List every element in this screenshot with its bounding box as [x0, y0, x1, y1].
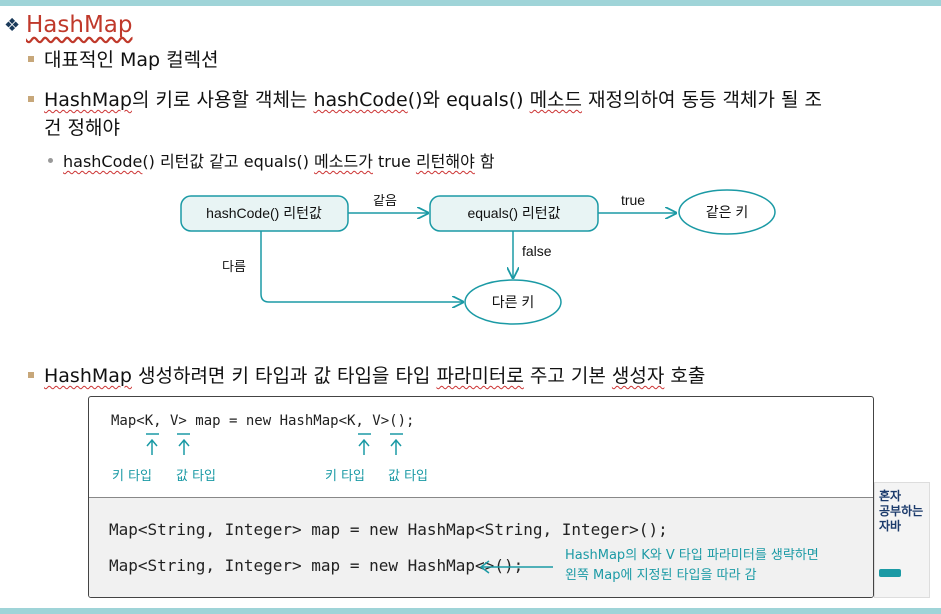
node-hashcode-label: hashCode() 리턴값 — [206, 205, 322, 221]
bottom-border — [0, 608, 941, 614]
sub-bullet-item: hashCode() 리턴값 같고 equals() 메소드가 true 리턴해… — [48, 148, 495, 172]
generic-declaration-code: Map<K, V> map = new HashMap<K, V>(); — [111, 413, 415, 429]
note-arrow — [479, 560, 553, 574]
node-same-key — [678, 189, 776, 235]
book-logo-icon — [879, 569, 901, 577]
value-type-label-2: 값 타입 — [388, 469, 429, 484]
edge-diff-label: 다름 — [222, 259, 246, 274]
bullet-item-3: HashMap 생성하려면 키 타입과 값 타입을 타입 파라미터로 주고 기본… — [28, 362, 705, 390]
key-type-label-1: 키 타입 — [112, 469, 153, 484]
bullet-item-1: 대표적인 Map 컬렉션 — [28, 46, 219, 74]
dot-bullet-icon — [48, 158, 53, 163]
bullet-item-2-line2: 건 정해야 — [44, 117, 120, 139]
square-bullet-icon — [28, 371, 34, 378]
node-diff-key — [464, 279, 562, 325]
edge-false-label: false — [522, 243, 552, 259]
square-bullet-icon — [28, 95, 34, 102]
section-title: ❖ HashMap — [4, 12, 133, 38]
edge-true-label: true — [621, 192, 645, 208]
edge-diff — [260, 231, 463, 302]
node-same-label: 같은 키 — [706, 204, 749, 220]
square-bullet-icon — [28, 55, 34, 62]
type-param-annotations — [146, 433, 403, 455]
node-equals-label: equals() 리턴값 — [467, 205, 560, 221]
bullet-item-2: HashMap의 키로 사용할 객체는 hashCode()와 equals()… — [28, 86, 933, 114]
value-type-label-1: 값 타입 — [176, 469, 217, 484]
diamond-bullet-icon: ❖ — [4, 14, 21, 36]
code-example-box: Map<K, V> map = new HashMap<K, V>(); 키 타… — [88, 396, 874, 598]
node-diff-label: 다른 키 — [492, 294, 535, 310]
code-line-2: Map<String, Integer> map = new HashMap<>… — [109, 556, 524, 575]
top-border — [0, 0, 941, 6]
diamond-operator-note: HashMap의 K와 V 타입 파라미터를 생략하면 왼쪽 Map에 지정된 … — [565, 548, 819, 583]
edge-same-label: 같음 — [373, 193, 397, 208]
code-lower-panel: Map<String, Integer> map = new HashMap<S… — [89, 497, 873, 597]
flow-diagram: hashCode() 리턴값 equals() 리턴값 같은 키 다른 키 같음… — [180, 189, 776, 325]
key-type-label-2: 키 타입 — [325, 469, 366, 484]
code-line-1: Map<String, Integer> map = new HashMap<S… — [109, 520, 668, 539]
book-cover-thumbnail: 혼자 공부하는 자바 — [874, 482, 930, 598]
title-text: HashMap — [26, 12, 133, 38]
